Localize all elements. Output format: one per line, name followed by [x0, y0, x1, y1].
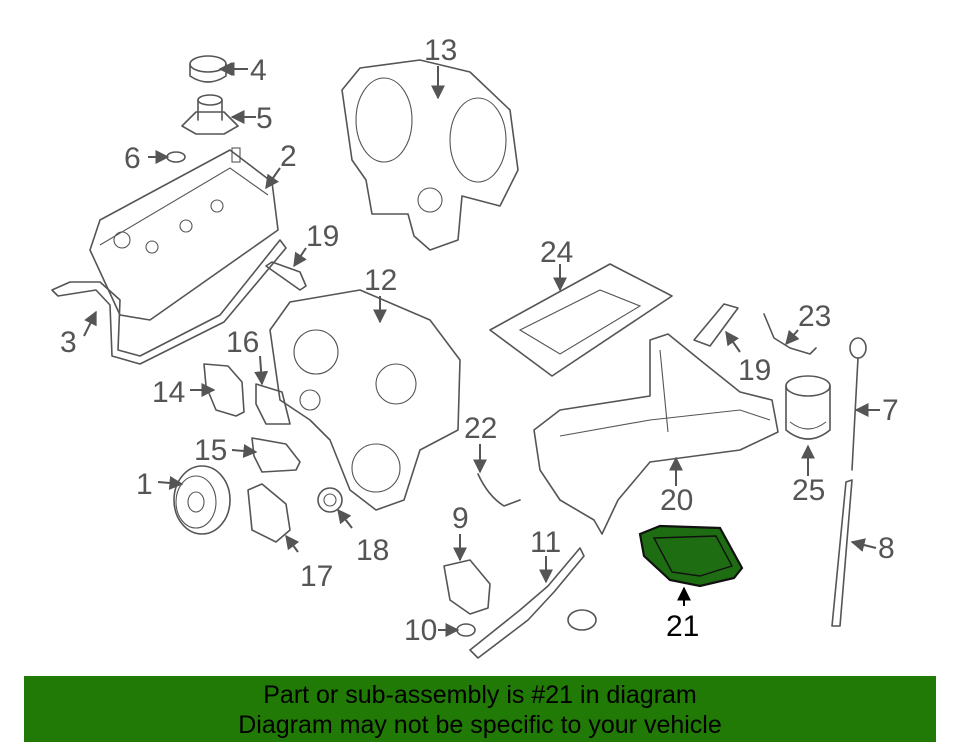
callout-7: 7 — [882, 394, 899, 427]
part-19-dipstick-tube — [693, 303, 739, 347]
part-25-oil-filter — [785, 375, 831, 440]
callout-3: 3 — [60, 326, 77, 359]
banner-line-1: Part or sub-assembly is #21 in diagram — [263, 681, 697, 709]
part-9-oil-pump — [443, 559, 491, 615]
part-13-front-timing-cover — [341, 59, 519, 251]
part-10-gasket — [456, 623, 476, 637]
part-5-filler-neck — [181, 94, 239, 135]
part-2-valve-cover — [89, 147, 279, 321]
banner-line-2: Diagram may not be specific to your vehi… — [238, 711, 722, 739]
exploded-parts-diagram: 4 5 6 2 3 13 19 12 16 14 15 1 17 18 24 1… — [51, 34, 899, 659]
callout-13: 13 — [424, 34, 457, 67]
leader-lines — [83, 62, 880, 637]
callout-19-upper: 19 — [306, 220, 339, 253]
callout-23: 23 — [798, 300, 831, 333]
callout-4: 4 — [250, 54, 267, 87]
callout-12: 12 — [364, 264, 397, 297]
callout-8: 8 — [878, 532, 895, 565]
part-22-hose — [477, 473, 521, 507]
part-1-crankshaft-pulley — [173, 465, 231, 535]
part-21-lower-oil-pan-highlighted — [638, 524, 744, 588]
callout-2: 2 — [280, 140, 297, 173]
part-18-oil-seal — [317, 487, 343, 513]
callout-14: 14 — [152, 376, 185, 409]
part-16-gasket — [255, 383, 291, 425]
part-8-dipstick-guide — [831, 479, 853, 627]
part-3-gasket — [51, 239, 287, 365]
callout-5: 5 — [256, 102, 273, 135]
callout-24: 24 — [540, 236, 573, 269]
part-17-gasket — [247, 483, 291, 543]
part-11-oil-strainer — [469, 547, 597, 659]
callout-10: 10 — [404, 614, 437, 647]
callout-22: 22 — [464, 412, 497, 445]
part-24-baffle-plate — [489, 263, 673, 377]
part-23-tube — [763, 313, 817, 355]
callout-1: 1 — [136, 468, 153, 501]
callout-18: 18 — [356, 534, 389, 567]
info-banner: Part or sub-assembly is #21 in diagram D… — [24, 676, 936, 742]
callout-21-highlighted: 21 — [666, 610, 699, 643]
part-19-bracket-upper — [265, 261, 307, 291]
callout-6: 6 — [124, 142, 141, 175]
callout-20: 20 — [660, 484, 693, 517]
callout-17: 17 — [300, 560, 333, 593]
callout-25: 25 — [792, 474, 825, 507]
callout-9: 9 — [452, 502, 469, 535]
callout-19-right: 19 — [738, 354, 771, 387]
callout-15: 15 — [194, 434, 227, 467]
callout-16: 16 — [226, 326, 259, 359]
part-6-o-ring — [166, 151, 186, 163]
part-15-bracket — [251, 437, 301, 473]
part-12-front-cover — [269, 289, 461, 511]
callout-11: 11 — [530, 526, 561, 559]
part-20-oil-pan-upper — [533, 333, 779, 535]
part-7-dipstick — [849, 337, 867, 471]
